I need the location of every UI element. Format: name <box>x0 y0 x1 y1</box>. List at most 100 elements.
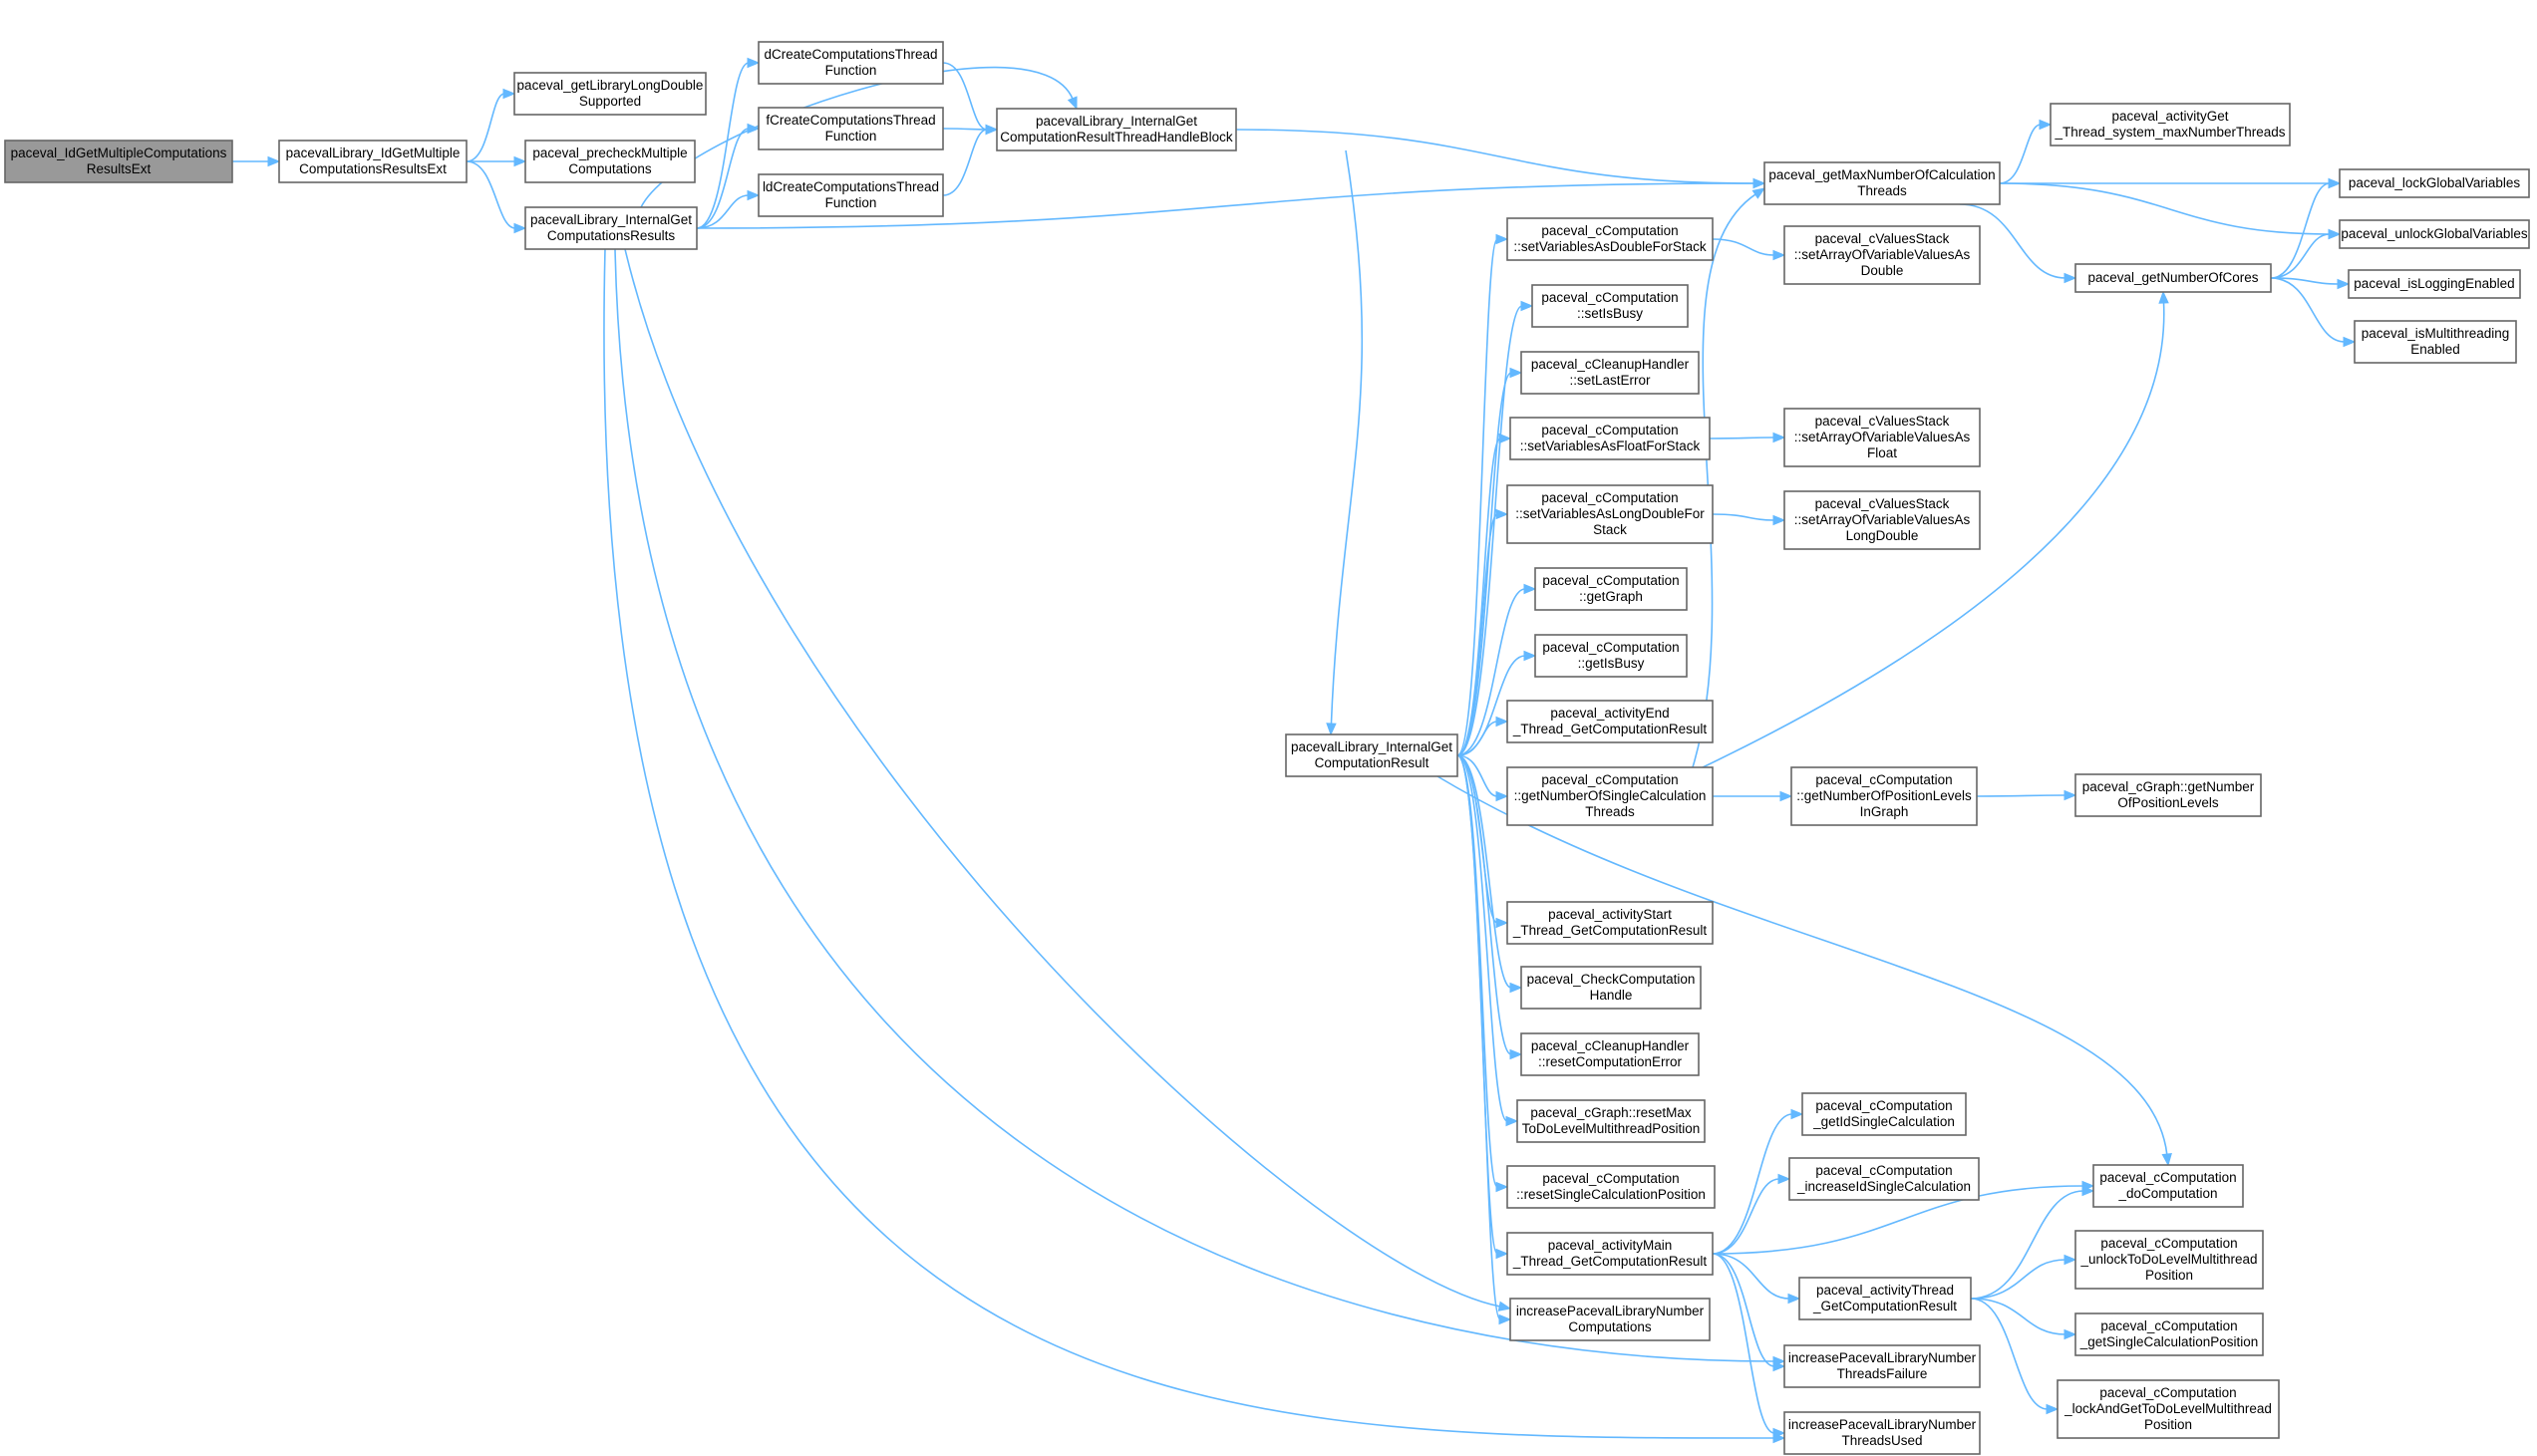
node-get-graph[interactable]: paceval_cComputation::getGraph <box>1534 567 1688 611</box>
node-pos-levels-graph[interactable]: paceval_cComputation::getNumberOfPositio… <box>1790 766 1978 826</box>
node-set-double[interactable]: paceval_cComputation::setVariablesAsDoub… <box>1506 217 1714 261</box>
edge-handle-block-to-max-threads <box>1235 129 1755 184</box>
edge-num-single-threads-to-pos-levels-graph-arrowhead <box>1779 790 1793 802</box>
node-box <box>4 140 233 183</box>
edge-internal-results-to-inc-failure <box>614 248 1775 1362</box>
node-set-last-error[interactable]: paceval_cCleanupHandler::setLastError <box>1520 351 1700 395</box>
node-label-line: paceval_cComputation <box>1542 573 1679 588</box>
node-activity-thread[interactable]: paceval_activityThread_GetComputationRes… <box>1798 1277 1972 1320</box>
node-label-line: ::setVariablesAsFloatForStack <box>1520 438 1701 453</box>
node-reset-max[interactable]: paceval_cGraph::resetMaxToDoLevelMultith… <box>1516 1099 1706 1143</box>
node-logging[interactable]: paceval_isLoggingEnabled <box>2348 269 2521 299</box>
node-internal-results[interactable]: pacevalLibrary_InternalGetComputationsRe… <box>524 206 698 250</box>
node-vs-long-double[interactable]: paceval_cValuesStack::setArrayOfVariable… <box>1783 490 1981 550</box>
edge-internal-results-to-inc-used <box>603 248 1775 1439</box>
node-box <box>2050 103 2291 146</box>
node-num-single-threads[interactable]: paceval_cComputation::getNumberOfSingleC… <box>1506 766 1714 826</box>
edge-internal-results-to-d-create <box>696 62 750 229</box>
edge-activity-thread-to-get-single-pos <box>1970 1298 2066 1335</box>
node-box <box>2074 1230 2264 1290</box>
node-set-long-double[interactable]: paceval_cComputation::setVariablesAsLong… <box>1506 484 1714 544</box>
node-set-busy[interactable]: paceval_cComputation::setIsBusy <box>1531 284 1689 328</box>
node-inc-id-single[interactable]: paceval_cComputation_increaseIdSingleCal… <box>1788 1157 1980 1201</box>
node-label-line: Handle <box>1590 988 1633 1003</box>
node-label-line: paceval_cComputation <box>1541 490 1678 505</box>
node-graph-pos-levels[interactable]: paceval_cGraph::getNumberOfPositionLevel… <box>2074 773 2262 817</box>
node-label-line: paceval_cComputation <box>2099 1170 2236 1185</box>
node-activity-end[interactable]: paceval_activityEnd_Thread_GetComputatio… <box>1506 700 1714 743</box>
node-vs-double[interactable]: paceval_cValuesStack::setArrayOfVariable… <box>1783 225 1981 285</box>
node-get-single-pos[interactable]: paceval_cComputation_getSingleCalculatio… <box>2074 1312 2264 1356</box>
node-label-line: paceval_getLibraryLongDouble <box>517 78 704 93</box>
edge-activity-thread-to-unlock-todo <box>1970 1259 2066 1300</box>
node-reset-single[interactable]: paceval_cComputation::resetSingleCalcula… <box>1506 1165 1716 1209</box>
edge-set-float-to-vs-float <box>1709 437 1775 439</box>
node-get-busy[interactable]: paceval_cComputation::getIsBusy <box>1534 634 1688 678</box>
edge-internal-result-to-activity-main-arrowhead <box>1495 1248 1509 1260</box>
edge-set-double-to-vs-double <box>1712 238 1775 256</box>
node-box <box>1509 1298 1711 1341</box>
node-label-line: _Thread_GetComputationResult <box>1512 722 1708 736</box>
node-box <box>1783 408 1981 467</box>
node-lib-id-ext[interactable]: pacevalLibrary_IdGetMultipleComputations… <box>278 140 468 183</box>
node-label-line: ::getIsBusy <box>1578 656 1645 671</box>
node-label-line: paceval_getMaxNumberOfCalculation <box>1768 167 1995 182</box>
edge-activity-main-to-inc-failure <box>1712 1253 1775 1367</box>
node-box <box>1509 417 1711 460</box>
node-inc-failure[interactable]: increasePacevalLibraryNumberThreadsFailu… <box>1783 1344 1981 1388</box>
node-box <box>1520 1032 1700 1076</box>
node-vs-float[interactable]: paceval_cValuesStack::setArrayOfVariable… <box>1783 408 1981 467</box>
node-get-id-single[interactable]: paceval_cComputation_getIdSingleCalculat… <box>1801 1092 1967 1136</box>
edge-activity-main-to-activity-thread <box>1712 1253 1790 1300</box>
node-label-line: ::setArrayOfVariableValuesAs <box>1794 430 1971 444</box>
node-box <box>758 107 944 150</box>
node-label-line: _Thread_GetComputationResult <box>1512 923 1708 938</box>
node-label-line: Position <box>2144 1417 2192 1432</box>
node-num-cores[interactable]: paceval_getNumberOfCores <box>2074 263 2272 293</box>
node-label-line: OfPositionLevels <box>2117 795 2219 810</box>
node-system-max-threads[interactable]: paceval_activityGet_Thread_system_maxNum… <box>2050 103 2291 146</box>
node-label-line: paceval_activityStart <box>1548 907 1672 922</box>
node-handle-block[interactable]: pacevalLibrary_InternalGetComputationRes… <box>996 108 1237 151</box>
node-set-float[interactable]: paceval_cComputation::setVariablesAsFloa… <box>1509 417 1711 460</box>
node-lock-global[interactable]: paceval_lockGlobalVariables <box>2339 168 2530 198</box>
node-label-line: Supported <box>579 94 641 109</box>
node-root[interactable]: paceval_IdGetMultipleComputationsResults… <box>4 140 233 183</box>
node-lock-get-todo[interactable]: paceval_cComputation_lockAndGetToDoLevel… <box>2057 1379 2280 1439</box>
node-unlock-global[interactable]: paceval_unlockGlobalVariables <box>2339 219 2530 249</box>
edge-num-cores-to-logging <box>2270 277 2340 285</box>
node-label-line: Function <box>825 63 877 78</box>
node-label-line: paceval_cComputation <box>2100 1318 2237 1333</box>
edge-internal-results-to-inc-computations <box>624 248 1501 1308</box>
node-do-computation[interactable]: paceval_cComputation_doComputation <box>2092 1164 2244 1208</box>
node-internal-result[interactable]: pacevalLibrary_InternalGetComputationRes… <box>1285 733 1458 777</box>
edge-f-create-to-handle-block <box>942 128 988 131</box>
node-label-line: ::setLastError <box>1569 373 1651 388</box>
node-activity-start[interactable]: paceval_activityStart_Thread_GetComputat… <box>1506 901 1714 945</box>
edge-num-cores-to-unlock-global <box>2270 233 2331 279</box>
node-box <box>1798 1277 1972 1320</box>
node-label-line: _Thread_GetComputationResult <box>1512 1254 1708 1269</box>
node-unlock-todo[interactable]: paceval_cComputation_unlockToDoLevelMult… <box>2074 1230 2264 1290</box>
edge-internal-result-to-reset-single <box>1456 754 1498 1188</box>
edge-internal-result-to-set-busy-arrowhead <box>1520 300 1534 312</box>
edge-activity-main-to-get-id-single <box>1712 1113 1793 1255</box>
edge-internal-result-to-set-double-arrowhead <box>1495 233 1509 245</box>
node-reset-error[interactable]: paceval_cCleanupHandler::resetComputatio… <box>1520 1032 1700 1076</box>
node-activity-main[interactable]: paceval_activityMain_Thread_GetComputati… <box>1506 1232 1714 1276</box>
node-label-line: paceval_activityGet <box>2111 109 2228 124</box>
edge-lib-id-ext-to-get-long-double-arrowhead <box>502 88 516 100</box>
node-label-line: Float <box>1867 445 1897 460</box>
node-label-line: paceval_isLoggingEnabled <box>2354 276 2514 291</box>
node-box <box>1763 161 2001 205</box>
